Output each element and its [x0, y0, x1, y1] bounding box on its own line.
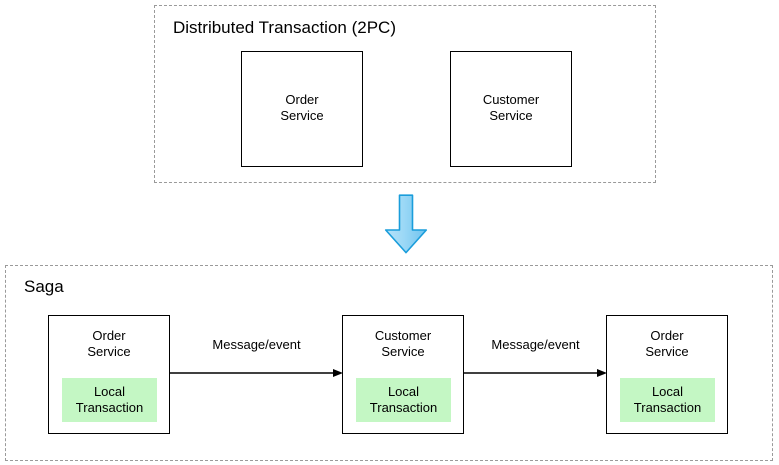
- service-box-order-2pc[interactable]: Order Service: [241, 51, 363, 167]
- arrow-icon-message-event-2: [464, 369, 607, 377]
- group-title-distributed-transaction: Distributed Transaction (2PC): [173, 18, 396, 37]
- service-box-label: Customer Service: [374, 328, 432, 359]
- local-transaction-label: Local Transaction: [369, 384, 438, 415]
- local-transaction-label: Local Transaction: [633, 384, 702, 415]
- service-box-label: Order Service: [87, 328, 131, 359]
- local-transaction-block: Local Transaction: [620, 378, 715, 422]
- service-box-customer-2pc[interactable]: Customer Service: [450, 51, 572, 167]
- local-transaction-block: Local Transaction: [356, 378, 451, 422]
- service-box-order-saga-1[interactable]: Order Service Local Transaction: [48, 315, 170, 434]
- service-box-label: Order Service: [645, 328, 689, 359]
- down-arrow-icon: [384, 194, 428, 254]
- group-title-saga: Saga: [24, 277, 64, 296]
- arrow-icon-message-event-1: [170, 369, 343, 377]
- connector-label-message-event-1: Message/event: [212, 337, 301, 352]
- local-transaction-block: Local Transaction: [62, 378, 157, 422]
- service-box-label: Order Service: [280, 92, 324, 123]
- group-distributed-transaction: Distributed Transaction (2PC): [154, 5, 656, 183]
- connector-label-message-event-2: Message/event: [491, 337, 580, 352]
- service-box-label: Customer Service: [482, 92, 540, 123]
- local-transaction-label: Local Transaction: [75, 384, 144, 415]
- service-box-order-saga-2[interactable]: Order Service Local Transaction: [606, 315, 728, 434]
- service-box-customer-saga[interactable]: Customer Service Local Transaction: [342, 315, 464, 434]
- group-saga: Saga: [5, 265, 773, 461]
